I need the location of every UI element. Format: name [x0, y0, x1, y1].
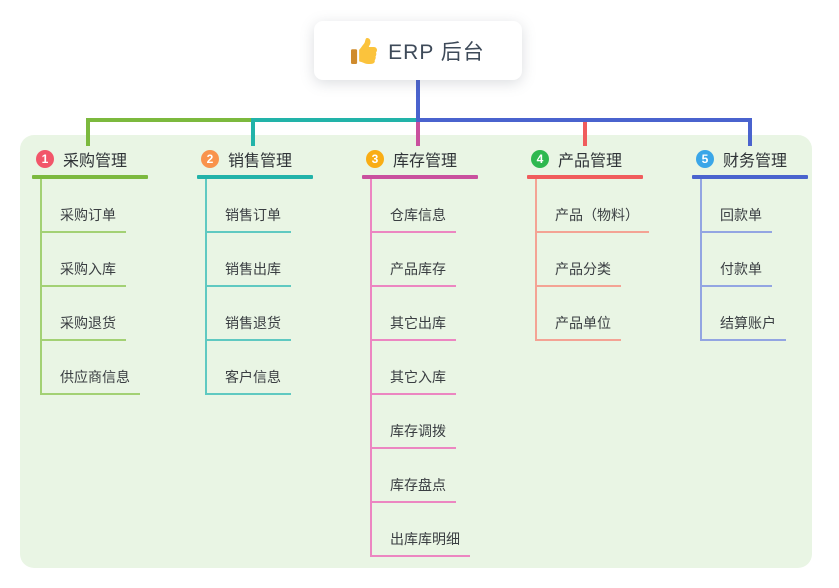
branch-number-badge: 4 [531, 150, 549, 168]
child-node[interactable]: 出库库明细 [372, 503, 478, 557]
child-node[interactable]: 产品库存 [372, 233, 478, 287]
branch-purchase: 1 采购管理采购订单采购入库采购退货供应商信息 [32, 148, 148, 395]
branch-sales: 2 销售管理销售订单销售出库销售退货客户信息 [197, 148, 313, 395]
child-node-label: 产品单位 [537, 313, 621, 341]
child-node[interactable]: 供应商信息 [42, 341, 148, 395]
branch-header-purchase[interactable]: 1 采购管理 [32, 148, 148, 170]
branch-number-badge: 3 [366, 150, 384, 168]
branch-label: 库存管理 [393, 153, 458, 170]
branch-underline [692, 175, 808, 179]
branch-children: 产品（物料） 产品分类产品单位 [535, 179, 649, 341]
child-node[interactable]: 产品单位 [537, 287, 649, 341]
child-node-label: 产品分类 [537, 259, 621, 287]
child-node[interactable]: 回款单 [702, 179, 808, 233]
child-node[interactable]: 库存盘点 [372, 449, 478, 503]
branch-underline [32, 175, 148, 179]
child-node[interactable]: 库存调拨 [372, 395, 478, 449]
child-node[interactable]: 结算账户 [702, 287, 808, 341]
child-node[interactable]: 采购退货 [42, 287, 148, 341]
root-node[interactable]: ERP 后台 [314, 21, 522, 80]
child-node-label: 付款单 [702, 259, 772, 287]
branch-header-inventory[interactable]: 3 库存管理 [362, 148, 478, 170]
child-node-label: 结算账户 [702, 313, 786, 341]
child-node-label: 仓库信息 [372, 205, 456, 233]
branch-number-badge: 5 [696, 150, 714, 168]
branch-number-badge: 1 [36, 150, 54, 168]
branch-underline [197, 175, 313, 179]
child-node-label: 供应商信息 [42, 367, 140, 395]
mindmap-board [20, 135, 812, 568]
branch-label: 财务管理 [723, 153, 788, 170]
child-node-label: 销售出库 [207, 259, 291, 287]
child-node[interactable]: 其它出库 [372, 287, 478, 341]
root-node-label: ERP 后台 [388, 40, 485, 64]
branch-number-badge: 2 [201, 150, 219, 168]
child-node-label: 产品（物料） [537, 205, 649, 233]
branch-children: 销售订单销售出库销售退货客户信息 [205, 179, 313, 395]
child-node-label: 其它入库 [372, 367, 456, 395]
child-node[interactable]: 采购入库 [42, 233, 148, 287]
child-node-label: 出库库明细 [372, 529, 470, 557]
child-node[interactable]: 产品（物料） [537, 179, 649, 233]
child-node-label: 库存盘点 [372, 475, 456, 503]
child-node[interactable]: 销售订单 [207, 179, 313, 233]
branch-label: 采购管理 [63, 153, 128, 170]
child-node[interactable]: 产品分类 [537, 233, 649, 287]
child-node-label: 采购退货 [42, 313, 126, 341]
branch-children: 回款单付款单结算账户 [700, 179, 808, 341]
branch-header-sales[interactable]: 2 销售管理 [197, 148, 313, 170]
child-node-label: 其它出库 [372, 313, 456, 341]
child-node[interactable]: 付款单 [702, 233, 808, 287]
child-node-label: 采购入库 [42, 259, 126, 287]
child-node[interactable]: 采购订单 [42, 179, 148, 233]
child-node-label: 销售订单 [207, 205, 291, 233]
child-node-label: 产品库存 [372, 259, 456, 287]
branch-inventory: 3 库存管理仓库信息产品库存其它出库其它入库库存调拨库存盘点出库库明细 [362, 148, 478, 557]
child-node[interactable]: 其它入库 [372, 341, 478, 395]
child-node[interactable]: 客户信息 [207, 341, 313, 395]
child-node-label: 销售退货 [207, 313, 291, 341]
child-node-label: 回款单 [702, 205, 772, 233]
branch-header-product[interactable]: 4 产品管理 [527, 148, 649, 170]
branch-children: 采购订单采购入库采购退货供应商信息 [40, 179, 148, 395]
child-node-label: 采购订单 [42, 205, 126, 233]
branch-product: 4 产品管理产品（物料） 产品分类产品单位 [527, 148, 649, 341]
child-node[interactable]: 销售出库 [207, 233, 313, 287]
branch-underline [362, 175, 478, 179]
branch-label: 销售管理 [228, 153, 293, 170]
branch-underline [527, 175, 643, 179]
branch-label: 产品管理 [558, 153, 623, 170]
branch-children: 仓库信息产品库存其它出库其它入库库存调拨库存盘点出库库明细 [370, 179, 478, 557]
branch-header-finance[interactable]: 5 财务管理 [692, 148, 808, 170]
thumbs-up-icon [351, 37, 378, 64]
child-node-label: 客户信息 [207, 367, 291, 395]
child-node[interactable]: 销售退货 [207, 287, 313, 341]
child-node[interactable]: 仓库信息 [372, 179, 478, 233]
child-node-label: 库存调拨 [372, 421, 456, 449]
branch-finance: 5 财务管理回款单付款单结算账户 [692, 148, 808, 341]
